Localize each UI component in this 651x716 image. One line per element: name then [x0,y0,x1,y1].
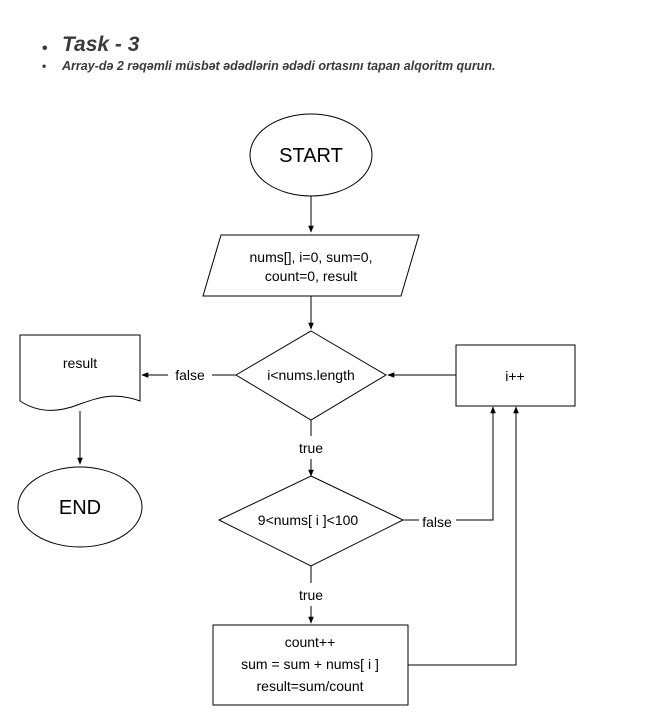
task-title: Task - 3 [62,33,140,56]
increment-node [455,344,576,407]
loop-condition-node [235,330,387,421]
task-description: Array-də 2 rəqəmli müsbət ədədlərin ədəd… [62,59,496,73]
bullet-icon: • [42,59,47,73]
output-node [19,334,141,411]
task-header: • Task - 3 • Array-də 2 rəqəmli müsbət ə… [42,32,495,74]
check-false-label: false [422,514,452,530]
output-label: result [63,355,97,371]
check-condition-label: 9<nums[ i ]<100 [258,512,359,528]
init-node [202,234,420,297]
loop-false-label: false [175,367,205,383]
loop-true-label: true [299,440,323,456]
start-node [249,113,373,197]
body-label-line2: sum = sum + nums[ i ] [241,656,379,672]
body-label-line3: result=sum/count [257,678,364,694]
end-label: END [59,497,101,519]
init-label-line1: nums[], i=0, sum=0, [250,249,373,265]
check-condition-node [217,475,405,567]
increment-label: i++ [505,368,524,384]
edge-check-false-to-increment [456,406,496,521]
body-node [212,624,409,706]
bullet-icon: • [42,40,48,57]
start-label: START [279,145,343,167]
end-node [17,466,143,548]
task-title-item: • Task - 3 [42,32,495,58]
check-true-label: true [299,587,323,603]
task-description-item: • Array-də 2 rəqəmli müsbət ədədlərin əd… [42,58,495,74]
init-label-line2: count=0, result [265,268,357,284]
loop-condition-label: i<nums.length [267,367,355,383]
body-label-line1: count++ [285,634,336,650]
edge-body-to-increment [408,406,519,666]
